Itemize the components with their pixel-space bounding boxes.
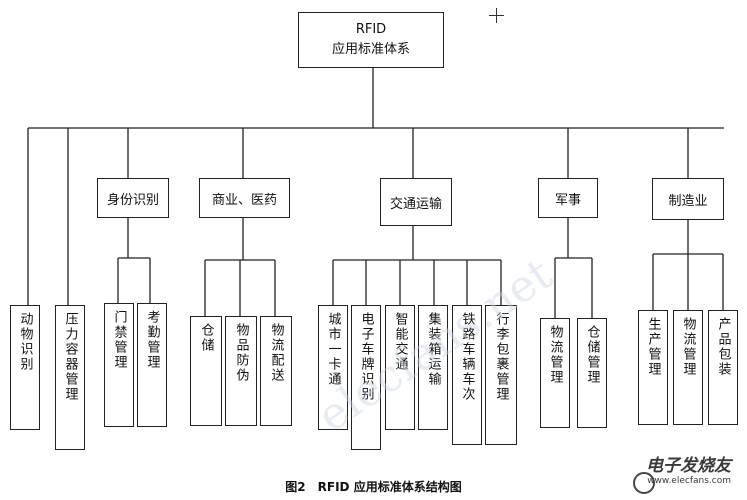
category-commerce: 商业、医药 xyxy=(199,178,290,218)
leaf-city-card: 城市一卡通 xyxy=(318,305,348,430)
leaf-production-management: 生产管理 xyxy=(638,310,668,425)
leaf-container-transport: 集装箱运输 xyxy=(418,305,448,430)
category-military: 军事 xyxy=(538,178,598,218)
logo-title: 电子发烧友 xyxy=(646,456,731,476)
leaf-anti-counterfeit: 物品防伪 xyxy=(225,316,257,426)
leaf-logistics-military: 物流管理 xyxy=(540,318,570,428)
leaf-warehouse-commerce: 仓储 xyxy=(190,316,222,426)
figure-caption: 图2 RFID 应用标准体系结构图 xyxy=(285,480,462,494)
leaf-warehouse-military: 仓储管理 xyxy=(577,318,607,428)
leaf-luggage-management: 行李包裹管理 xyxy=(485,305,517,445)
site-logo: 电子发烧友 www.elecfans.com xyxy=(646,451,731,486)
leaf-e-license-plate: 电子车牌识别 xyxy=(351,305,381,450)
leaf-product-packaging: 产品包装 xyxy=(708,310,738,425)
root-line-2: 应用标准体系 xyxy=(331,42,410,57)
leaf-attendance: 考勤管理 xyxy=(137,303,167,427)
category-manufacturing: 制造业 xyxy=(652,178,724,220)
logo-url: www.elecfans.com xyxy=(647,476,731,486)
logo-mark-icon xyxy=(633,472,655,494)
leaf-smart-traffic: 智能交通 xyxy=(385,305,415,430)
root-line-1: RFID xyxy=(355,22,387,37)
leaf-pressure-vessel: 压力容器管理 xyxy=(55,305,85,450)
leaf-animal-id: 动物识别 xyxy=(10,305,40,430)
category-transport: 交通运输 xyxy=(380,178,452,226)
leaf-railway-vehicle: 铁路车辆车次 xyxy=(452,305,482,445)
crosshair-cursor-icon xyxy=(489,8,504,23)
leaf-logistics-delivery: 物流配送 xyxy=(260,316,292,426)
root-node: RFID 应用标准体系 xyxy=(298,12,444,68)
category-identity: 身份识别 xyxy=(97,178,169,218)
leaf-access-control: 门禁管理 xyxy=(104,303,134,427)
leaf-logistics-manufacturing: 物流管理 xyxy=(673,310,703,425)
